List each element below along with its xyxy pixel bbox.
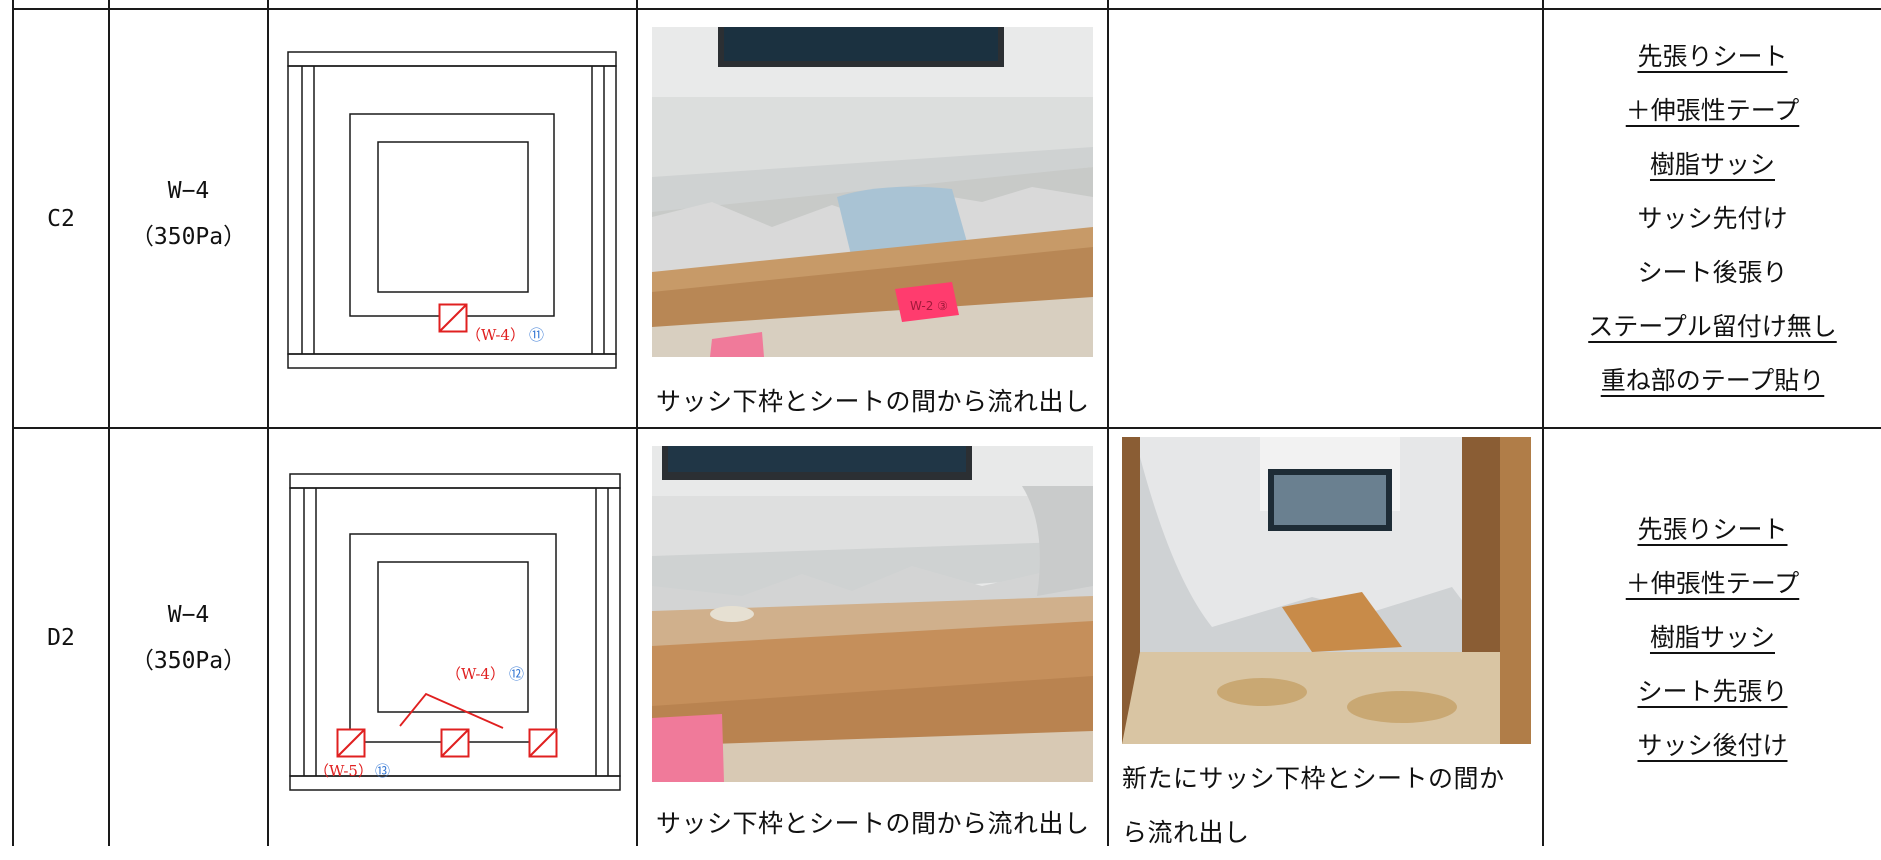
test-photo: W-2 ③ [652, 27, 1093, 357]
note-line: 先張りシート [1637, 515, 1788, 544]
col-divider [1107, 0, 1109, 846]
level-pressure: （350Pa） [130, 648, 247, 674]
photo-tag: W-2 ③ [910, 299, 948, 313]
level-pressure: （350Pa） [130, 224, 247, 250]
leak-point-number: ⑬ [374, 762, 390, 780]
note-line: ＋伸張性テープ [1625, 569, 1800, 598]
note-line: サッシ先付け [1637, 204, 1788, 233]
window-frame-diagram [287, 51, 617, 369]
row-divider [12, 8, 1881, 10]
photo-caption-line: 新たにサッシ下枠とシートの間か [1122, 764, 1505, 793]
note-line: サッシ後付け [1637, 731, 1788, 760]
specification-notes: 先張りシート ＋伸張性テープ 樹脂サッシ サッシ先付け シート後張り ステープル… [1544, 30, 1881, 408]
note-line: 重ね部のテープ貼り [1600, 366, 1825, 395]
test-photo [1122, 437, 1531, 744]
diagram-label: （W-4）⑪ [466, 324, 544, 345]
level-value: W−4 [167, 602, 210, 628]
row-id: C2 [47, 205, 75, 232]
leak-point-number: ⑫ [508, 665, 524, 683]
row-divider [12, 427, 1881, 429]
leak-marker [336, 728, 366, 758]
leak-marker [440, 728, 470, 758]
window-frame-diagram [289, 473, 621, 791]
photo-caption: サッシ下枠とシートの間から流れ出し [656, 387, 1090, 416]
col-divider [1542, 0, 1544, 846]
leak-point-code: （W-5） [314, 762, 373, 780]
note-line: ステープル留付け無し [1588, 312, 1837, 341]
leak-point-code: （W-4） [466, 326, 525, 344]
note-line: 樹脂サッシ [1649, 150, 1775, 179]
leak-point-code: （W-4） [446, 665, 505, 683]
leak-marker [528, 728, 558, 758]
photo-caption-line: ら流れ出し [1122, 818, 1250, 847]
specification-notes: 先張りシート ＋伸張性テープ 樹脂サッシ シート先張り サッシ後付け [1544, 503, 1881, 773]
photo-caption: サッシ下枠とシートの間から流れ出し [656, 809, 1090, 838]
col-divider [636, 0, 638, 846]
note-line: 先張りシート [1637, 42, 1788, 71]
note-line: ＋伸張性テープ [1625, 96, 1800, 125]
note-line: シート後張り [1637, 258, 1788, 287]
row-id: D2 [47, 624, 75, 651]
diagram-label: （W-4）⑫ [446, 663, 524, 684]
note-line: 樹脂サッシ [1649, 623, 1775, 652]
level-value: W−4 [167, 178, 210, 204]
diagram-label: （W-5）⑬ [314, 760, 390, 781]
photo-caption: 新たにサッシ下枠とシートの間か ら流れ出し [1122, 752, 1537, 860]
leak-point-number: ⑪ [528, 326, 544, 344]
col-divider [108, 0, 110, 846]
test-level: W−4 （350Pa） [110, 592, 267, 684]
col-divider [267, 0, 269, 846]
test-photo [652, 446, 1093, 782]
test-level: W−4 （350Pa） [110, 168, 267, 260]
note-line: シート先張り [1637, 677, 1788, 706]
col-divider [12, 0, 14, 846]
leak-marker [438, 303, 468, 333]
